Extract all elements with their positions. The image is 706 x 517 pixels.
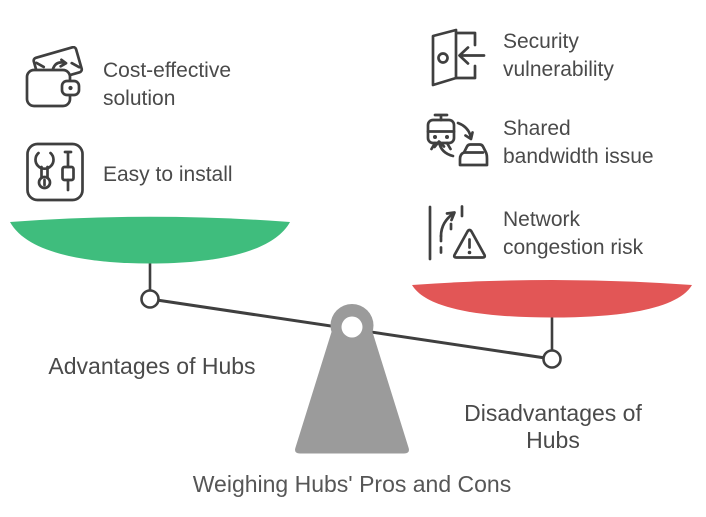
disadvantage-item-security-line1: Security <box>503 30 579 53</box>
diagram-title: Weighing Hubs' Pros and Cons <box>192 471 512 497</box>
fulcrum-base <box>295 324 409 454</box>
disadvantage-item-congestion-line2: congestion risk <box>503 236 644 259</box>
disadvantage-pan <box>412 280 692 318</box>
vehicles-swap-icon-strokes <box>426 113 489 167</box>
advantage-item-install: Easy to install <box>103 161 233 189</box>
advantage-pan <box>10 216 290 264</box>
door-entry-icon-strokes <box>431 28 486 87</box>
advantage-item-cost-line1: Cost-effective <box>103 59 231 82</box>
wallet-money-icon-strokes <box>25 46 84 108</box>
disadvantage-item-bandwidth: Shared bandwidth issue <box>503 115 654 171</box>
disadvantage-pivot-circle <box>542 349 562 369</box>
door-entry-icon <box>431 28 486 87</box>
disadvantage-item-bandwidth-line2: bandwidth issue <box>503 145 654 168</box>
disadvantages-label-line1: Disadvantages of <box>464 400 642 426</box>
tools-icon <box>26 142 84 202</box>
fulcrum-hole <box>341 316 363 338</box>
vehicles-swap-icon <box>426 113 489 167</box>
disadvantages-label-line2: Hubs <box>526 427 580 453</box>
disadvantage-item-congestion: Network congestion risk <box>503 206 643 262</box>
disadvantage-item-security-line2: vulnerability <box>503 58 614 81</box>
road-warning-icon <box>428 205 487 261</box>
tools-icon-strokes <box>26 142 84 202</box>
road-warning-icon-strokes <box>428 205 487 261</box>
advantages-label: Advantages of Hubs <box>48 353 256 379</box>
advantage-pivot-circle <box>140 289 160 309</box>
advantage-item-cost: Cost-effective solution <box>103 57 231 113</box>
wallet-money-icon <box>25 46 84 108</box>
disadvantage-item-bandwidth-line1: Shared <box>503 117 571 140</box>
disadvantages-label: Disadvantages of Hubs <box>448 400 658 454</box>
advantage-item-cost-line2: solution <box>103 87 176 110</box>
disadvantage-item-congestion-line1: Network <box>503 208 581 231</box>
disadvantage-item-security: Security vulnerability <box>503 28 614 84</box>
advantage-item-install-line1: Easy to install <box>103 163 233 186</box>
